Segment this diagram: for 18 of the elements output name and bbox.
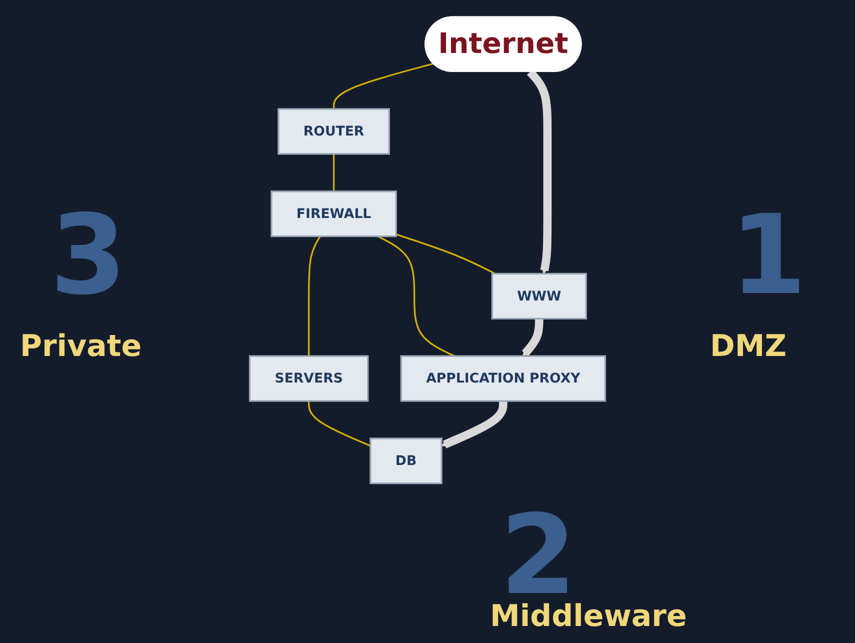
node-box: FIREWALL xyxy=(270,190,397,238)
arrow xyxy=(441,400,508,448)
connector xyxy=(308,401,371,447)
zone-number: 1 xyxy=(730,200,807,310)
node-box: ROUTER xyxy=(278,108,390,155)
connector xyxy=(308,236,321,356)
zone-number: 3 xyxy=(50,200,127,310)
node-box: WWW xyxy=(491,272,587,320)
connector xyxy=(332,154,335,192)
zone-label: DMZ xyxy=(710,330,787,363)
node-box: SERVERS xyxy=(248,355,369,402)
connector xyxy=(396,234,496,274)
node-box: DB xyxy=(370,438,442,484)
connector xyxy=(377,236,456,357)
node-box: APPLICATION PROXY xyxy=(400,355,606,402)
arrow xyxy=(522,318,544,356)
zone-label: Private xyxy=(20,330,142,363)
connector xyxy=(332,62,434,109)
